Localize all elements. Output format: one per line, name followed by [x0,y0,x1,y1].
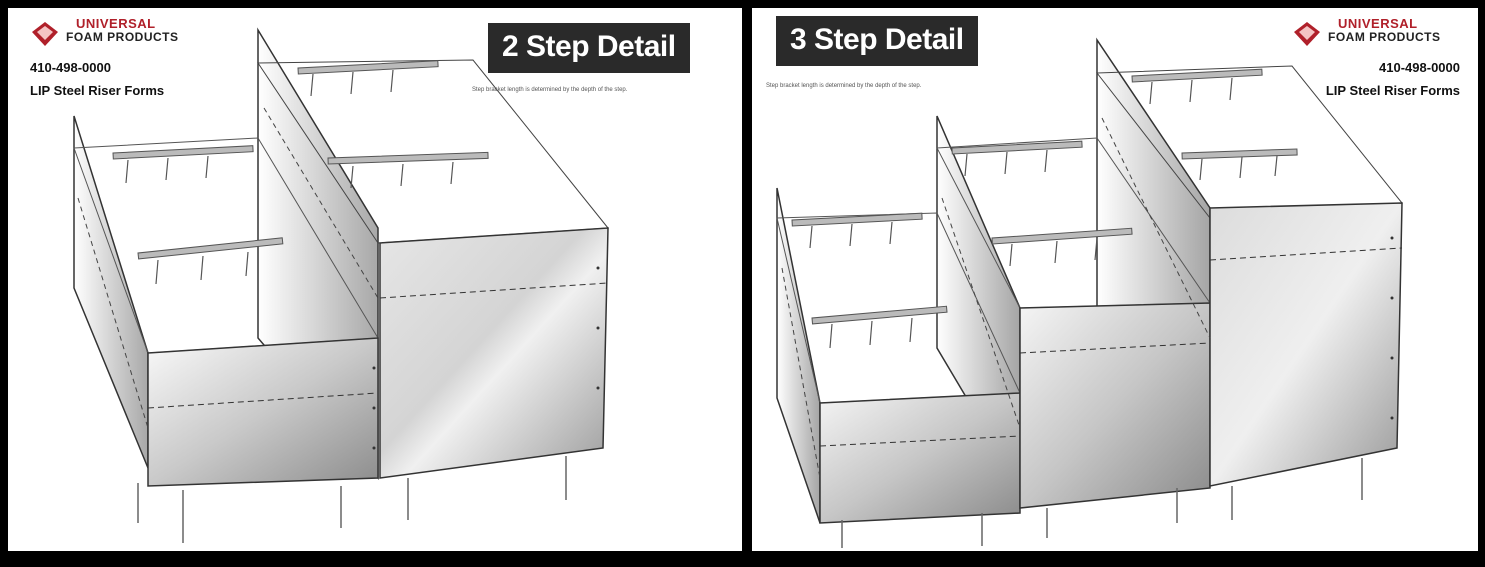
contact-info: 410-498-0000 LIP Steel Riser Forms [1300,56,1460,102]
two-step-detail-panel: UNIVERSAL FOAM PRODUCTS 410-498-0000 LIP… [8,8,742,551]
diamond-logo-icon [1294,22,1320,46]
universal-foam-logo: UNIVERSAL FOAM PRODUCTS [1292,16,1478,56]
three-step-detail-panel: UNIVERSAL FOAM PRODUCTS 410-498-0000 LIP… [752,8,1478,551]
universal-foam-logo: UNIVERSAL FOAM PRODUCTS [30,16,220,56]
two-step-riser-illustration [73,27,609,543]
contact-info: 410-498-0000 LIP Steel Riser Forms [30,56,164,102]
brand-name-bottom: FOAM PRODUCTS [66,30,179,44]
bracket-note: Step bracket length is determined by the… [766,83,922,89]
brand-name-top: UNIVERSAL [1338,16,1418,31]
brand-name-top: UNIVERSAL [76,16,156,31]
three-step-riser-illustration [776,37,1403,548]
product-name: LIP Steel Riser Forms [1325,83,1460,98]
bracket-note: Step bracket length is determined by the… [472,87,628,93]
diamond-logo-icon [32,22,58,46]
panel-title: 3 Step Detail [776,16,978,66]
brand-name-bottom: FOAM PRODUCTS [1328,30,1441,44]
panel-title: 2 Step Detail [488,23,690,73]
product-name: LIP Steel Riser Forms [30,83,165,98]
phone-number: 410-498-0000 [1379,60,1460,75]
phone-number: 410-498-0000 [30,60,111,75]
